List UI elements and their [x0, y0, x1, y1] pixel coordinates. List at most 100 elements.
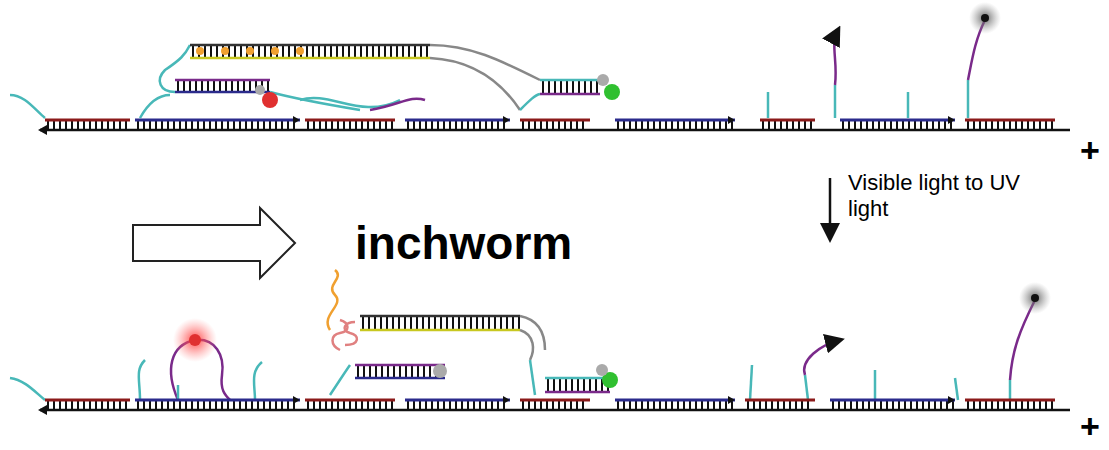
base-pair — [482, 316, 484, 330]
base-pair — [267, 80, 269, 92]
staple-strand — [305, 399, 395, 402]
base-pair — [578, 80, 580, 94]
staple-strand — [135, 399, 300, 402]
base-pair — [336, 45, 338, 58]
base-pair — [518, 316, 520, 330]
base-pair — [405, 365, 407, 378]
staple-strand — [760, 119, 815, 122]
arrowhead — [503, 396, 510, 404]
staple-strand — [965, 399, 1055, 402]
base-pair — [416, 316, 418, 330]
base-pair — [192, 45, 194, 58]
staple-strand — [965, 119, 1055, 122]
base-pair — [225, 80, 227, 92]
base-pair — [410, 316, 412, 330]
base-pair — [360, 45, 362, 58]
base-pair — [237, 80, 239, 92]
base-pair — [408, 45, 410, 58]
staple-strand — [135, 119, 300, 122]
base-pair — [542, 80, 544, 94]
staple-strand — [615, 399, 735, 402]
base-pair — [595, 378, 597, 392]
base-pair — [393, 365, 395, 378]
base-pair — [500, 316, 502, 330]
base-pair — [420, 45, 422, 58]
arrowhead — [38, 125, 47, 135]
base-pair — [560, 80, 562, 94]
base-pair — [386, 316, 388, 330]
base-pair — [512, 316, 514, 330]
polarity-sign: + — [1080, 406, 1100, 447]
arrowhead — [38, 405, 47, 415]
staple-strand — [615, 119, 735, 122]
base-pair — [398, 316, 400, 330]
staple-strand — [520, 119, 590, 122]
base-pair — [428, 316, 430, 330]
base-pair — [195, 80, 197, 92]
base-pair — [294, 45, 296, 58]
base-pair — [589, 378, 591, 392]
base-pair — [402, 45, 404, 58]
base-pair — [374, 316, 376, 330]
staple-strand — [840, 119, 955, 122]
staple-strand — [830, 399, 955, 402]
base-pair — [583, 378, 585, 392]
base-pair — [380, 316, 382, 330]
condition-note: Visible light to UV light — [848, 170, 1028, 223]
base-pair — [590, 80, 592, 94]
arrowhead — [503, 116, 510, 124]
base-pair — [494, 316, 496, 330]
base-pair — [548, 80, 550, 94]
base-pair — [318, 45, 320, 58]
base-pair — [207, 80, 209, 92]
base-pair — [189, 80, 191, 92]
base-pair — [183, 80, 185, 92]
base-pair — [213, 80, 215, 92]
base-pair — [553, 378, 555, 392]
base-pair — [204, 45, 206, 58]
base-pair — [464, 316, 466, 330]
base-pair — [231, 80, 233, 92]
base-pair — [390, 45, 392, 58]
base-pair — [584, 80, 586, 94]
base-pair — [404, 316, 406, 330]
title-word: inchworm — [355, 216, 572, 271]
base-pair — [577, 378, 579, 392]
base-pair — [422, 316, 424, 330]
base-pair — [571, 378, 573, 392]
base-pair — [240, 45, 242, 58]
base-pair — [547, 378, 549, 392]
base-pair — [348, 45, 350, 58]
staple-strand — [405, 399, 510, 402]
base-pair — [446, 316, 448, 330]
staple-strand — [45, 119, 130, 122]
base-pair — [384, 45, 386, 58]
base-pair — [452, 316, 454, 330]
base-pair — [216, 45, 218, 58]
base-pair — [324, 45, 326, 58]
base-pair — [381, 365, 383, 378]
base-pair — [378, 45, 380, 58]
base-pair — [559, 378, 561, 392]
base-pair — [476, 316, 478, 330]
base-pair — [342, 45, 344, 58]
base-pair — [488, 316, 490, 330]
base-pair — [354, 45, 356, 58]
base-pair — [392, 316, 394, 330]
arrowhead — [948, 116, 955, 124]
base-pair — [434, 316, 436, 330]
base-pair — [396, 45, 398, 58]
base-pair — [243, 80, 245, 92]
base-pair — [330, 45, 332, 58]
base-pair — [249, 80, 251, 92]
base-pair — [375, 365, 377, 378]
base-pair — [177, 80, 179, 92]
base-pair — [470, 316, 472, 330]
staple-strand — [745, 399, 815, 402]
staple-strand — [405, 119, 510, 122]
staple-strand — [520, 399, 590, 402]
base-pair — [423, 365, 425, 378]
base-pair — [440, 316, 442, 330]
base-pair — [417, 365, 419, 378]
